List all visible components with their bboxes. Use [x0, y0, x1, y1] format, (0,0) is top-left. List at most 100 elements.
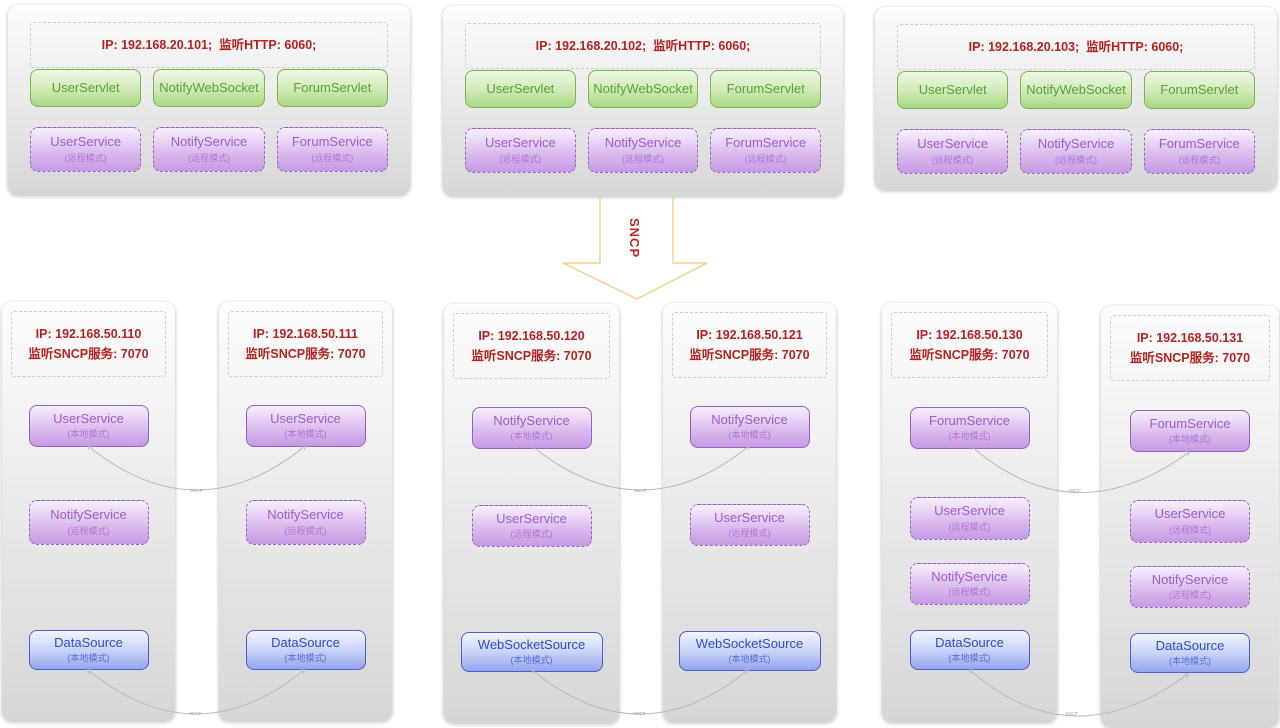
ip-address: IP: 192.168.50.110: [35, 327, 142, 341]
datasource-box: DataSource (本地模式): [909, 630, 1030, 670]
connector-label: SNCP: [1065, 711, 1078, 716]
service-label: UserService: [270, 410, 341, 426]
ip-address: IP: 192.168.50.131: [1136, 331, 1244, 345]
listen-port: 监听SNCP服务: 7070: [471, 349, 592, 363]
ip-address: IP: 192.168.20.103; 监听HTTP: 6060;: [968, 40, 1184, 54]
service-mode: (远程模式): [744, 153, 787, 164]
service-mode: (本地模式): [67, 429, 110, 440]
websocketsource-mode: (本地模式): [728, 654, 771, 665]
service-mode: (本地模式): [510, 431, 553, 442]
ip-header: IP: 192.168.50.130 监听SNCP服务: 7070: [891, 312, 1048, 378]
service-mode: (远程模式): [948, 587, 991, 598]
service-box-forumservice-local: ForumService(本地模式): [1130, 410, 1250, 452]
websocketsource-label: WebSocketSource: [477, 636, 586, 652]
service-mode: (远程模式): [311, 152, 354, 163]
websocketsource-mode: (本地模式): [510, 655, 553, 666]
service-mode: (本地模式): [948, 431, 991, 442]
listen-port: 监听SNCP服务: 7070: [1129, 351, 1251, 365]
service-box-userservice-remote: UserService(远程模式): [897, 129, 1009, 174]
service-label: NotifyService: [931, 568, 1008, 584]
listen-port: 监听SNCP服务: 7070: [28, 347, 149, 361]
ip-header: IP: 192.168.50.121 监听SNCP服务: 7070: [672, 312, 827, 378]
servlet-row: UserServlet NotifyWebSocket ForumServlet: [30, 69, 388, 107]
service-box-userservice-remote: UserService(远程模式): [909, 497, 1030, 540]
service-box-forumservice-local: ForumService(本地模式): [909, 407, 1030, 449]
service-label: UserService: [496, 510, 567, 526]
service-mode: (远程模式): [1178, 154, 1221, 165]
servlet-box-forumservlet: ForumServlet: [276, 69, 388, 107]
listen-port: 监听SNCP服务: 7070: [909, 348, 1030, 362]
service-label: UserService: [714, 509, 785, 525]
service-label: NotifyService: [267, 507, 344, 523]
datasource-mode: (本地模式): [284, 653, 327, 664]
service-mode: (远程模式): [67, 525, 110, 536]
service-box-notifyservice-remote: NotifyService (远程模式): [587, 128, 699, 173]
servlet-box-notifywebsocket: NotifyWebSocket: [1020, 71, 1132, 109]
service-box-notifyservice-remote: NotifyService (远程模式): [1130, 566, 1250, 608]
ip-header: IP: 192.168.20.103; 监听HTTP: 6060;: [897, 24, 1255, 70]
datasource-label: DataSource: [935, 634, 1004, 650]
service-mode: (远程模式): [284, 525, 327, 536]
websocketsource-box: WebSocketSource (本地模式): [678, 631, 821, 671]
servlet-box-notifywebsocket: NotifyWebSocket: [153, 69, 265, 107]
service-label: NotifyService: [1151, 571, 1229, 587]
datasource-mode: (本地模式): [67, 653, 110, 664]
servlet-label: UserServlet: [486, 80, 555, 96]
service-label: NotifyService: [711, 411, 788, 427]
servlet-label: ForumServlet: [1160, 81, 1239, 97]
service-label: UserService: [934, 503, 1005, 519]
service-box-userservice-remote: UserService(远程模式): [1130, 500, 1250, 543]
service-label: NotifyService: [50, 507, 127, 523]
datasource-mode: (本地模式): [948, 653, 991, 664]
ip-header: IP: 192.168.50.110 监听SNCP服务: 7070: [11, 311, 166, 377]
service-label: NotifyService: [170, 134, 248, 150]
servlet-box-userservlet: UserServlet: [465, 70, 576, 108]
service-label: UserService: [50, 134, 122, 150]
http-server-node-103: IP: 192.168.20.103; 监听HTTP: 6060; UserSe…: [875, 7, 1277, 190]
ip-address: IP: 192.168.50.120: [478, 329, 585, 343]
ip-header: IP: 192.168.20.102; 监听HTTP: 6060;: [465, 23, 821, 69]
ip-address: IP: 192.168.20.101; 监听HTTP: 6060;: [101, 38, 317, 52]
ip-address: IP: 192.168.20.102; 监听HTTP: 6060;: [535, 39, 751, 53]
service-row: UserService(远程模式) NotifyService(远程模式) Fo…: [897, 129, 1255, 174]
ip-header: IP: 192.168.50.131 监听SNCP服务: 7070: [1110, 315, 1270, 381]
connector-label: SNCP: [190, 488, 203, 493]
service-box-userservice-local: UserService(本地模式): [28, 405, 149, 447]
http-server-node-102: IP: 192.168.20.102; 监听HTTP: 6060; UserSe…: [443, 6, 843, 196]
datasource-box: DataSource(本地模式): [28, 630, 149, 670]
service-label: ForumService: [291, 134, 373, 150]
listen-port: 监听SNCP服务: 7070: [245, 347, 366, 361]
ip-header: IP: 192.168.20.101; 监听HTTP: 6060;: [30, 22, 388, 68]
service-box-notifyservice-local: NotifyService (本地模式): [689, 406, 810, 448]
service-mode: (远程模式): [64, 152, 107, 163]
service-label: UserService: [484, 135, 556, 151]
service-mode: (远程模式): [187, 152, 230, 163]
sncp-arrow: [562, 196, 708, 300]
datasource-mode: (本地模式): [1169, 656, 1211, 667]
servlet-label: ForumServlet: [293, 79, 372, 95]
service-mode: (远程模式): [622, 153, 664, 164]
service-label: UserService: [1154, 506, 1226, 522]
service-mode: (远程模式): [1169, 590, 1211, 601]
datasource-label: DataSource: [271, 634, 340, 650]
service-box-userservice-remote: UserService (远程模式): [30, 127, 142, 172]
service-mode: (本地模式): [284, 429, 327, 440]
service-label: ForumService: [1149, 415, 1231, 431]
servlet-label: NotifyWebSocket: [1026, 81, 1126, 97]
service-label: NotifyService: [1037, 136, 1115, 152]
service-box-notifyservice-remote: NotifyService (远程模式): [153, 127, 265, 172]
service-mode: (本地模式): [728, 430, 771, 441]
ip-header: IP: 192.168.50.111 监听SNCP服务: 7070: [228, 311, 383, 377]
ip-address: IP: 192.168.50.121: [696, 328, 803, 342]
service-box-notifyservice-local: NotifyService(本地模式): [471, 407, 592, 449]
sncp-server-node-121: IP: 192.168.50.121 监听SNCP服务: 7070 Notify…: [663, 303, 836, 722]
servlet-label: ForumServlet: [726, 80, 805, 96]
service-label: NotifyService: [604, 135, 682, 151]
sncp-server-node-110: IP: 192.168.50.110 监听SNCP服务: 7070 UserSe…: [2, 302, 175, 721]
ip-header: IP: 192.168.50.120 监听SNCP服务: 7070: [453, 313, 610, 379]
sncp-server-node-120: IP: 192.168.50.120 监听SNCP服务: 7070 Notify…: [444, 304, 619, 723]
http-server-node-101: IP: 192.168.20.101; 监听HTTP: 6060; UserSe…: [8, 5, 410, 195]
service-mode: (远程模式): [931, 154, 974, 165]
service-box-forumservice-remote: ForumService(远程模式): [710, 128, 822, 173]
websocketsource-label: WebSocketSource: [695, 635, 804, 651]
